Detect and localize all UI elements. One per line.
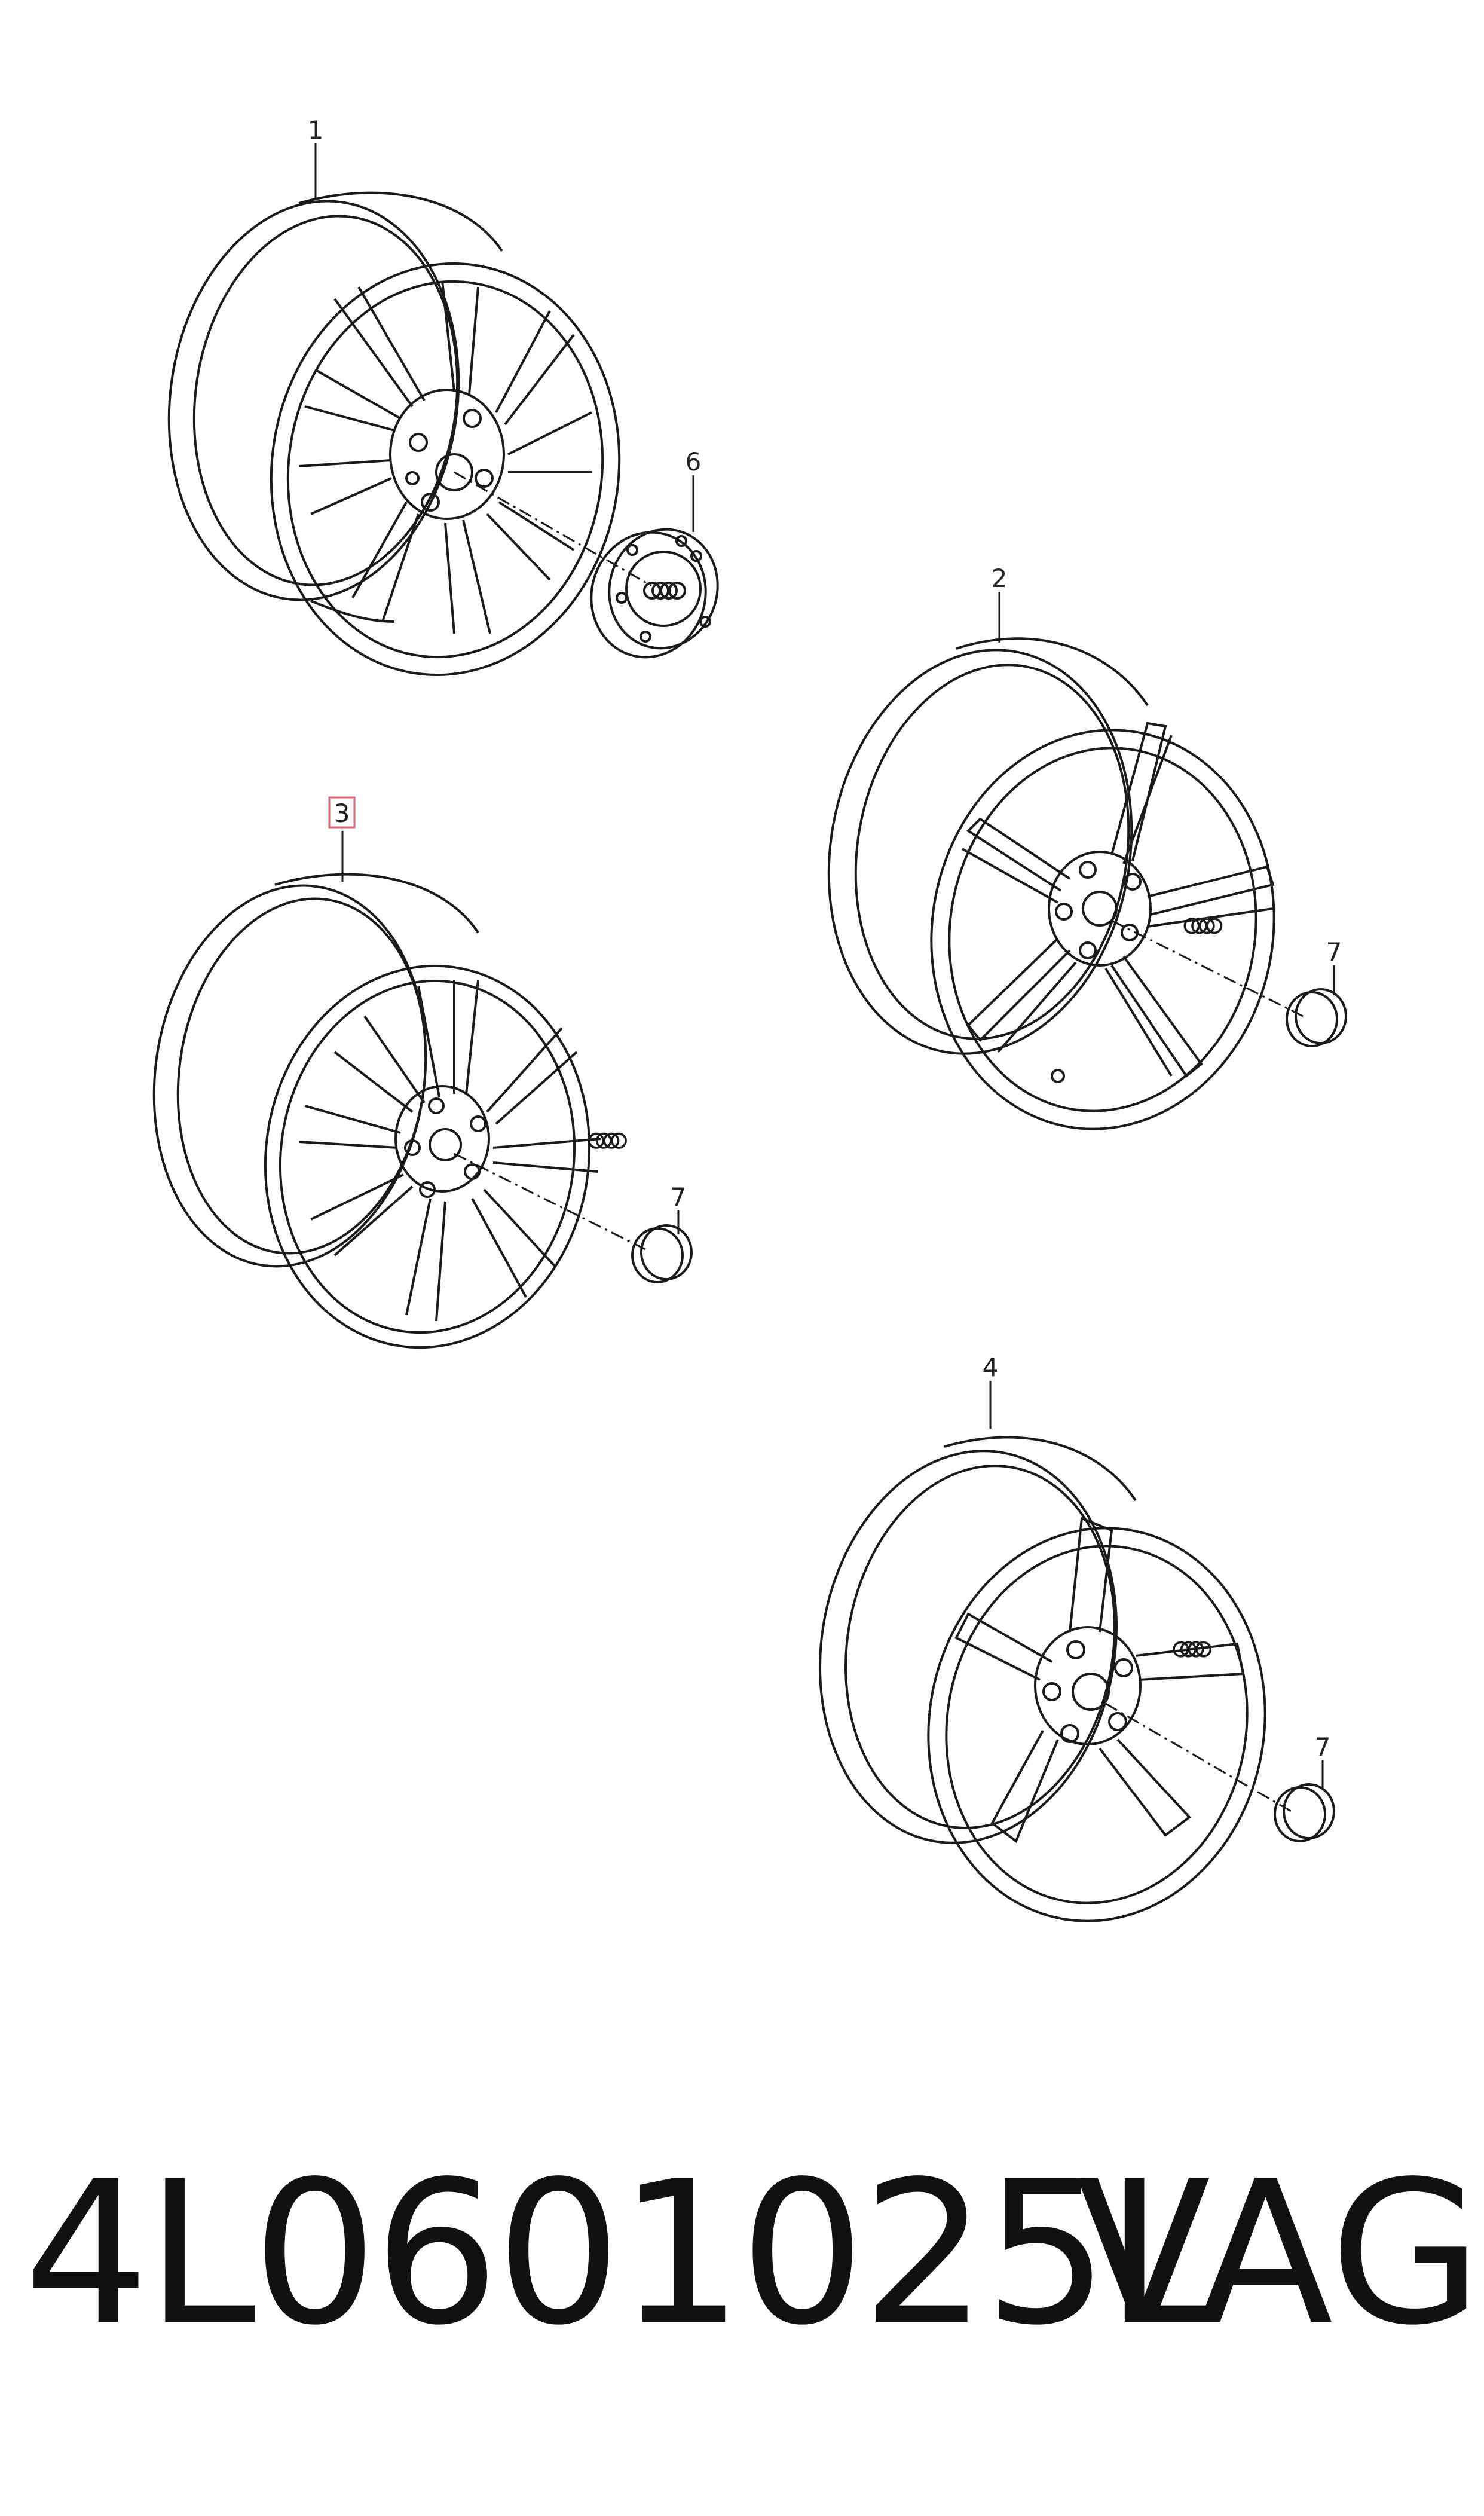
brand-label: VAG bbox=[1076, 2139, 1483, 2368]
axis-line bbox=[1111, 919, 1304, 1017]
axis-line bbox=[454, 1152, 646, 1251]
wheel-4[interactable] bbox=[790, 1427, 1296, 1948]
callout-3[interactable]: 3 bbox=[334, 799, 350, 828]
part-number: 4L0601025L bbox=[24, 2139, 1215, 2368]
center-cap-7b[interactable] bbox=[588, 1132, 693, 1283]
callout-2[interactable]: 2 bbox=[992, 564, 1008, 593]
callout-4[interactable]: 4 bbox=[983, 1353, 999, 1382]
wheel-3[interactable] bbox=[130, 868, 614, 1369]
callout-1[interactable]: 1 bbox=[308, 115, 324, 145]
center-cap-6[interactable] bbox=[577, 517, 731, 670]
audi-rings-icon bbox=[588, 1132, 627, 1149]
part-number-footer: 4L0601025L VAG bbox=[0, 2128, 1484, 2379]
callout-7-wheel-2[interactable]: 7 bbox=[1326, 937, 1342, 967]
wheel-1[interactable] bbox=[144, 182, 645, 698]
wheel-2[interactable] bbox=[798, 626, 1305, 1157]
axis-line bbox=[1105, 1702, 1292, 1812]
exploded-parts-diagram: 1 6 2 3 7 7 4 7 bbox=[130, 115, 1347, 1948]
axis-line bbox=[454, 471, 652, 587]
highlight-box bbox=[328, 796, 356, 829]
callout-7-wheel-4[interactable]: 7 bbox=[1315, 1732, 1331, 1762]
leader-lines bbox=[314, 143, 1335, 1790]
center-cap-7a[interactable] bbox=[1183, 918, 1347, 1047]
callout-7-wheel-3[interactable]: 7 bbox=[671, 1182, 687, 1212]
center-cap-7c[interactable] bbox=[1173, 1641, 1335, 1842]
callout-6[interactable]: 6 bbox=[686, 447, 702, 476]
